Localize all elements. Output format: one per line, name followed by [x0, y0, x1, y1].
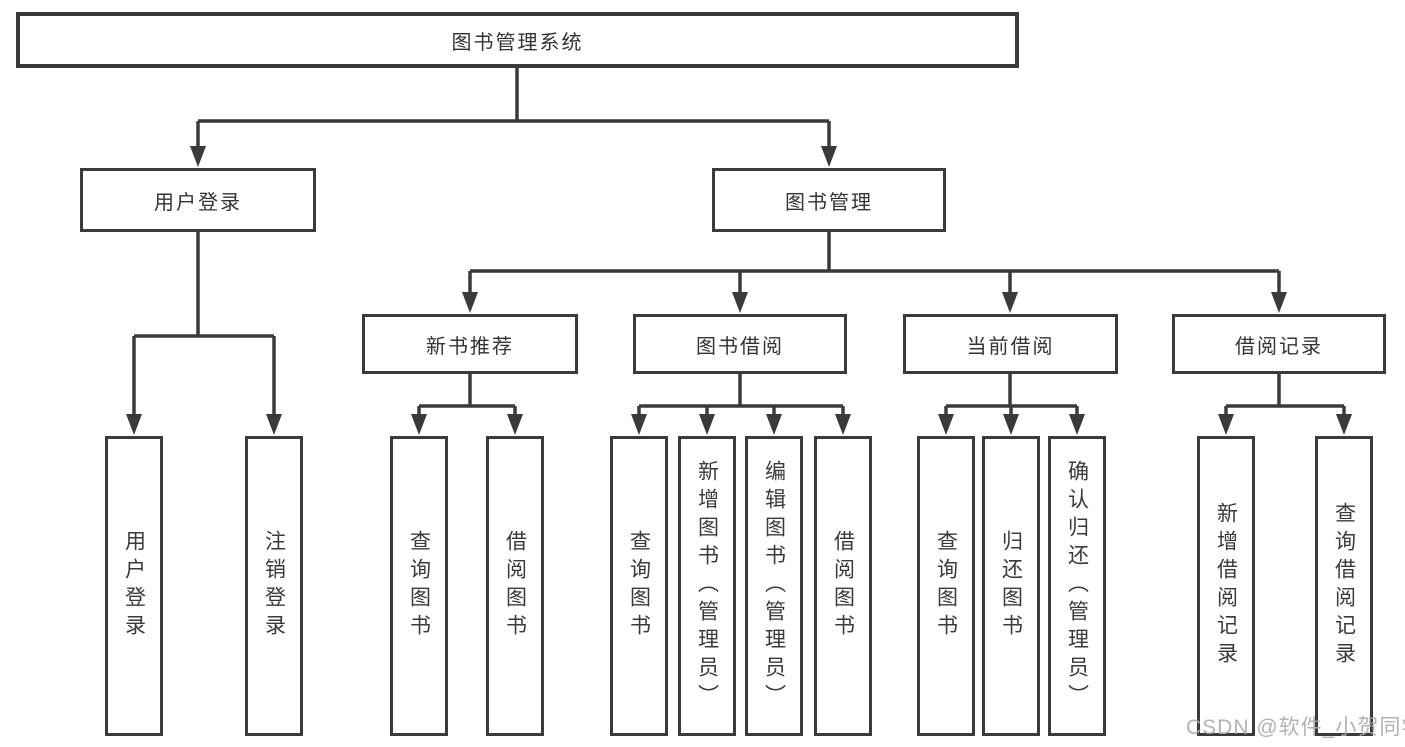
arrowheads-level3: [462, 292, 1287, 313]
leaf-br-add-record-label: 新增借阅记录: [1214, 502, 1238, 670]
node-book-management-label: 图书管理: [785, 191, 873, 214]
leaf-rec-borrow-books: 借阅图书: [486, 436, 544, 736]
connector-borrowrecords-to-leaves: [1224, 374, 1346, 416]
leaf-bb-add-books-admin: 新增图书（管理员）: [678, 436, 736, 736]
leaf-bb-query-books-label: 查询图书: [627, 530, 651, 642]
leaf-cb-confirm-return-admin-label: 确认归还（管理员）: [1065, 460, 1089, 712]
leaf-user-login-label: 用户登录: [122, 530, 146, 642]
connector-userlogin-to-leaves: [132, 232, 276, 416]
leaf-cb-return-books: 归还图书: [982, 436, 1040, 736]
leaf-rec-query-books: 查询图书: [390, 436, 448, 736]
node-user-login: 用户登录: [80, 168, 316, 232]
node-book-borrowing-label: 图书借阅: [696, 335, 784, 358]
leaf-logout-label: 注销登录: [262, 530, 286, 642]
connector-currentborrow-to-leaves: [944, 374, 1079, 416]
leaf-rec-borrow-books-label: 借阅图书: [503, 530, 527, 642]
leaf-bb-query-books: 查询图书: [610, 436, 668, 736]
node-new-book-recommend-label: 新书推荐: [426, 335, 514, 358]
node-book-borrowing: 图书借阅: [633, 314, 847, 374]
node-book-management: 图书管理: [712, 168, 946, 232]
connector-newbookrec-to-leaves: [417, 374, 517, 416]
node-borrowing-records: 借阅记录: [1172, 314, 1386, 374]
leaf-bb-borrow-books-label: 借阅图书: [831, 530, 855, 642]
node-root-label: 图书管理系统: [451, 31, 584, 54]
leaf-br-query-record: 查询借阅记录: [1315, 436, 1373, 736]
csdn-watermark: CSDN @软件_小贺同学: [1186, 716, 1405, 739]
connector-bookmgmt-to-level3: [468, 232, 1281, 294]
leaf-logout: 注销登录: [245, 436, 303, 736]
node-borrowing-records-label: 借阅记录: [1235, 335, 1323, 358]
leaf-rec-query-books-label: 查询图书: [407, 530, 431, 642]
leaf-bb-borrow-books: 借阅图书: [814, 436, 872, 736]
leaf-bb-add-books-admin-label: 新增图书（管理员）: [695, 460, 719, 712]
node-user-login-label: 用户登录: [154, 191, 242, 214]
leaf-bb-edit-books-admin-label: 编辑图书（管理员）: [762, 460, 786, 712]
leaf-user-login: 用户登录: [105, 436, 163, 736]
leaf-br-add-record: 新增借阅记录: [1197, 436, 1255, 736]
arrowheads-level2: [190, 146, 837, 167]
leaf-cb-query-books: 查询图书: [917, 436, 975, 736]
arrowheads-leaves: [411, 414, 1352, 435]
leaf-br-query-record-label: 查询借阅记录: [1332, 502, 1356, 670]
leaf-cb-confirm-return-admin: 确认归还（管理员）: [1048, 436, 1106, 736]
node-root-library-system: 图书管理系统: [16, 12, 1019, 68]
node-current-borrowing: 当前借阅: [903, 314, 1118, 374]
node-current-borrowing-label: 当前借阅: [966, 335, 1055, 358]
connector-bookborrow-to-leaves: [637, 374, 845, 416]
leaf-bb-edit-books-admin: 编辑图书（管理员）: [745, 436, 803, 736]
leaf-cb-return-books-label: 归还图书: [999, 530, 1023, 642]
arrowheads-userlogin-leaves: [126, 414, 282, 435]
leaf-cb-query-books-label: 查询图书: [934, 530, 958, 642]
connector-root-to-level2: [196, 68, 831, 148]
node-new-book-recommend: 新书推荐: [362, 314, 578, 374]
